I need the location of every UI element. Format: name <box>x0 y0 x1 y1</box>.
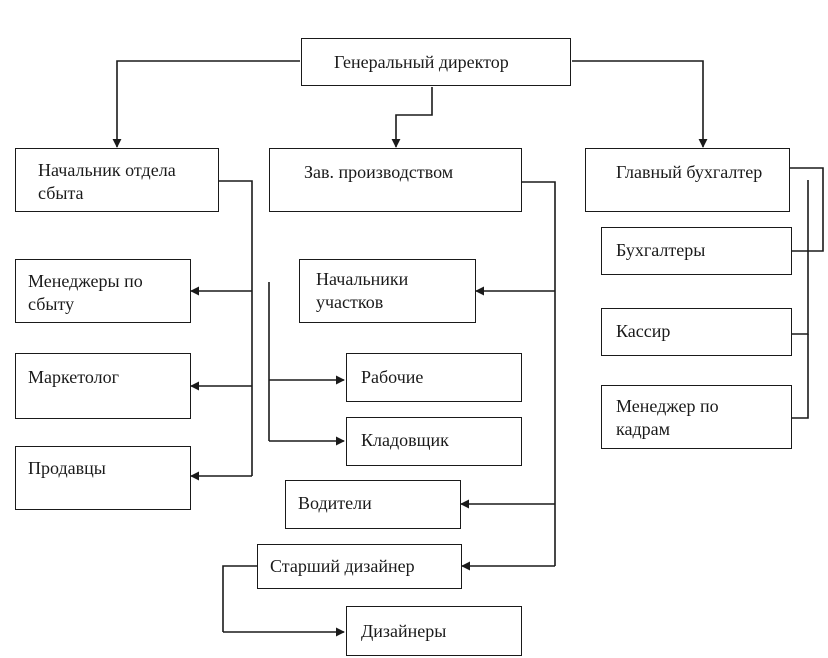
label-chief-accountant: Главный бухгалтер <box>616 162 763 182</box>
box-accountants: Бухгалтеры <box>601 227 792 275</box>
connector-to-accountants <box>765 167 824 256</box>
label-hr-manager: Менеджер по кадрам <box>616 396 719 439</box>
connector-senior-designer-spine <box>222 565 258 632</box>
box-cashier: Кассир <box>601 308 792 356</box>
label-sellers: Продавцы <box>28 458 106 478</box>
label-drivers: Водители <box>298 493 372 513</box>
box-workers: Рабочие <box>346 353 522 402</box>
label-section-heads: Начальники участков <box>316 269 409 312</box>
box-general-director: Генеральный директор <box>301 38 571 86</box>
label-sales-managers: Менеджеры по сбыту <box>28 271 143 314</box>
label-marketer: Маркетолог <box>28 367 120 387</box>
box-production-head: Зав. производством <box>269 148 522 212</box>
connector-director-to-chief-accountant <box>572 60 708 148</box>
box-drivers: Водители <box>285 480 461 529</box>
box-sellers: Продавцы <box>15 446 191 510</box>
label-senior-designer: Старший дизайнер <box>270 556 415 576</box>
connector-production-spine <box>522 181 556 566</box>
box-hr-manager: Менеджер по кадрам <box>601 385 792 449</box>
box-senior-designer: Старший дизайнер <box>257 544 462 589</box>
box-sales-managers: Менеджеры по сбыту <box>15 259 191 323</box>
connector-director-to-sales-head <box>112 60 300 148</box>
connector-director-to-production-head <box>391 87 433 148</box>
label-sales-head: Начальник отдела сбыта <box>38 160 176 203</box>
box-section-heads: Начальники участков <box>299 259 476 323</box>
box-designers: Дизайнеры <box>346 606 522 656</box>
label-storekeeper: Кладовщик <box>361 430 449 450</box>
box-storekeeper: Кладовщик <box>346 417 522 466</box>
box-marketer: Маркетолог <box>15 353 191 419</box>
label-workers: Рабочие <box>361 367 424 387</box>
label-general-director: Генеральный директор <box>334 52 509 72</box>
box-chief-accountant: Главный бухгалтер <box>585 148 790 212</box>
label-cashier: Кассир <box>616 321 671 341</box>
connector-sales-spine <box>219 180 253 476</box>
box-sales-head: Начальник отдела сбыта <box>15 148 219 212</box>
label-accountants: Бухгалтеры <box>616 240 706 260</box>
label-designers: Дизайнеры <box>361 621 447 641</box>
label-production-head: Зав. производством <box>304 162 454 182</box>
